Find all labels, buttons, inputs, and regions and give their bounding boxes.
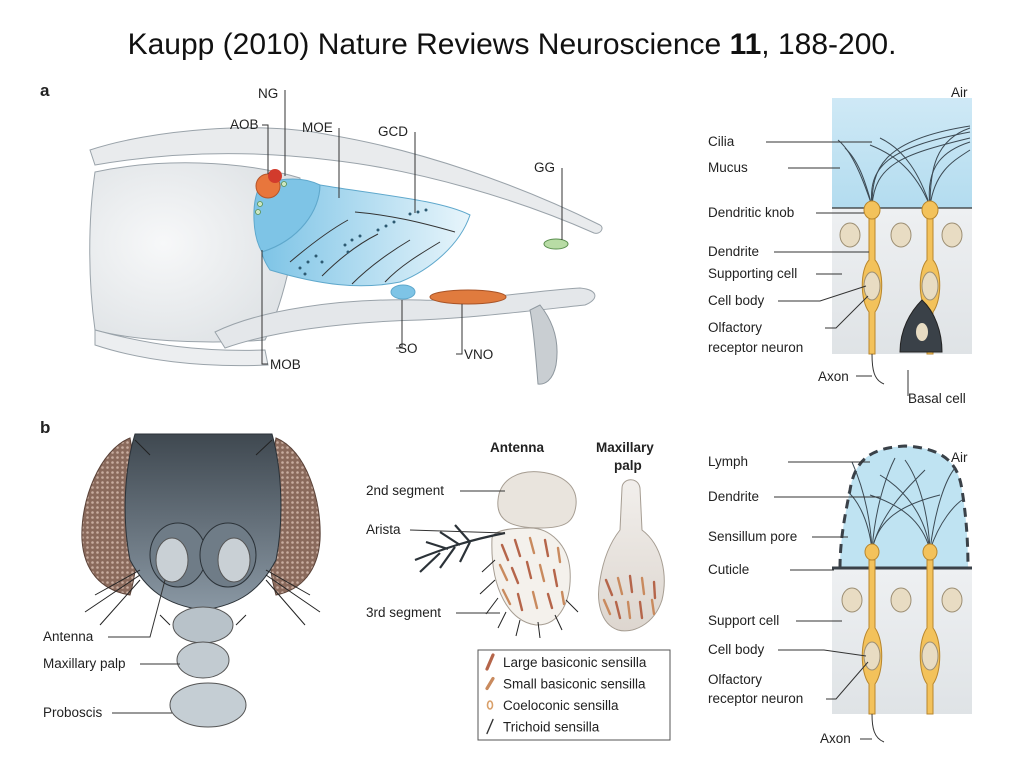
antenna-diagram (414, 471, 579, 639)
label-cilia: Cilia (708, 134, 735, 149)
label-axon-b: Axon (820, 731, 851, 746)
slide-title: Kaupp (2010) Nature Reviews Neuroscience… (0, 28, 1024, 62)
title-suffix: , 188-200. (761, 28, 897, 61)
maxillary-palp-diagram (598, 479, 665, 632)
label-gcd: GCD (378, 124, 408, 139)
label-cell-body-a: Cell body (708, 293, 765, 308)
label-support-cell: Support cell (708, 613, 779, 628)
panel-b-letter: b (40, 418, 50, 437)
antenna-second-segment (497, 471, 577, 529)
label-aob: AOB (230, 117, 259, 132)
label-fly-maxillary-palp: Maxillary palp (43, 656, 126, 671)
label-so: SO (398, 341, 418, 356)
label-cuticle: Cuticle (708, 562, 749, 577)
label-arista: Arista (366, 522, 401, 537)
fly-maxillary-palp (172, 606, 234, 644)
brain-region (89, 162, 301, 343)
label-orn-a-line2: receptor neuron (708, 340, 803, 355)
label-lymph: Lymph (708, 454, 748, 469)
label-axon-a: Axon (818, 369, 849, 384)
panel-a-letter: a (40, 81, 50, 100)
legend-label: Large basiconic sensilla (503, 655, 647, 670)
mouse-nasal-cavity-diagram (89, 127, 603, 385)
sensillum-diagram (832, 444, 972, 743)
label-dendritic-knob: Dendritic knob (708, 205, 794, 220)
label-proboscis: Proboscis (43, 705, 103, 720)
legend-label: Small basiconic sensilla (503, 677, 646, 692)
title-volume: 11 (729, 28, 762, 61)
label-palp-title-line2: palp (614, 458, 642, 473)
label-cell-body-b: Cell body (708, 642, 765, 657)
legend-label: Trichoid sensilla (503, 720, 600, 735)
label-fly-antenna: Antenna (43, 629, 94, 644)
label-supporting-cell: Supporting cell (708, 266, 797, 281)
label-air-b: Air (951, 450, 968, 465)
legend-swatch (486, 700, 494, 710)
fly-head-diagram (81, 433, 321, 728)
label-basal-cell: Basal cell (908, 391, 966, 406)
legend-label: Coeloconic sensilla (503, 698, 619, 713)
title-prefix: Kaupp (2010) Nature Reviews Neuroscience (127, 28, 730, 61)
label-dendrite-b: Dendrite (708, 489, 759, 504)
label-orn-b-line2: receptor neuron (708, 691, 803, 706)
label-air-a: Air (951, 85, 968, 100)
label-mucus: Mucus (708, 160, 748, 175)
label-palp-title-line1: Maxillary (596, 440, 654, 455)
sensillum-lymph (840, 446, 968, 568)
label-sensillum-pore: Sensillum pore (708, 529, 797, 544)
label-mob: MOB (270, 357, 301, 372)
legend-swatch (485, 653, 495, 671)
label-second-segment: 2nd segment (366, 483, 444, 498)
label-third-segment: 3rd segment (366, 605, 441, 620)
septal-organ (390, 284, 416, 300)
label-orn-b-line1: Olfactory (708, 672, 762, 687)
label-dendrite-a: Dendrite (708, 244, 759, 259)
arista (414, 524, 506, 573)
vomeronasal-organ (429, 289, 507, 305)
fly-proboscis (169, 682, 247, 728)
label-vno: VNO (464, 347, 493, 362)
label-moe: MOE (302, 120, 333, 135)
main-olfactory-epithelium (261, 184, 471, 287)
grueneberg-ganglion (543, 238, 569, 250)
legend-swatch (486, 718, 494, 735)
label-orn-a-line1: Olfactory (708, 320, 762, 335)
label-gg: GG (534, 160, 555, 175)
legend-swatch (485, 676, 495, 691)
label-ng: NG (258, 86, 278, 101)
label-antenna-title: Antenna (490, 440, 544, 455)
olfactory-epithelium-diagram (832, 98, 972, 385)
